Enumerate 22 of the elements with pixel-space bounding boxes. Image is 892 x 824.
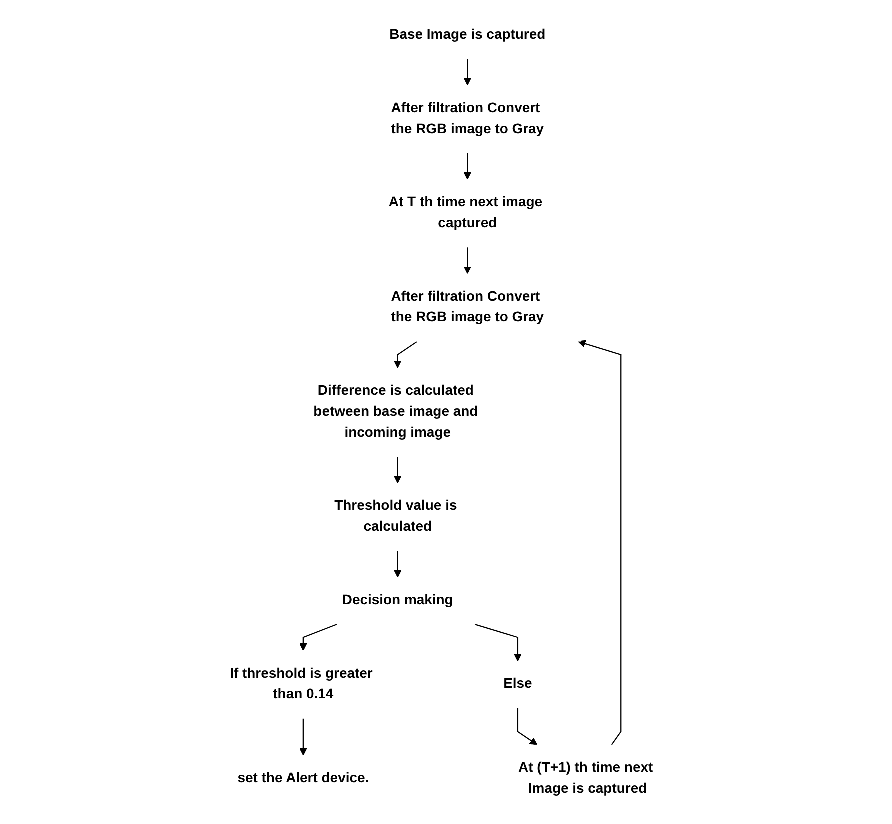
node-text: If threshold is greater than 0.14 (230, 666, 374, 702)
node-text: Decision making (342, 592, 454, 608)
arrow (300, 718, 308, 756)
arrow (475, 623, 522, 662)
arrow (394, 550, 402, 578)
node-text: set the Alert device. (238, 770, 370, 786)
arrow (300, 624, 338, 651)
arrow (464, 247, 472, 274)
node-text: Base Image is captured (390, 27, 546, 42)
arrow (464, 152, 472, 180)
node-text: At T th time next image captured (389, 194, 543, 230)
arrow (578, 340, 622, 745)
arrow (394, 456, 402, 484)
arrow (518, 708, 538, 745)
node-text: At (T+1) th time next Image is captured (518, 760, 654, 796)
node-text: Else (504, 676, 533, 692)
node-text: After filtration Convert the RGB image to Gray (392, 288, 544, 325)
node-text: After filtration Convert the RGB image to Gray (392, 100, 544, 136)
arrow (394, 340, 418, 368)
node-text: Threshold value is calculated (335, 498, 458, 534)
node-text: Difference is calculated between base image and incoming image (314, 383, 479, 440)
arrow (464, 58, 472, 86)
